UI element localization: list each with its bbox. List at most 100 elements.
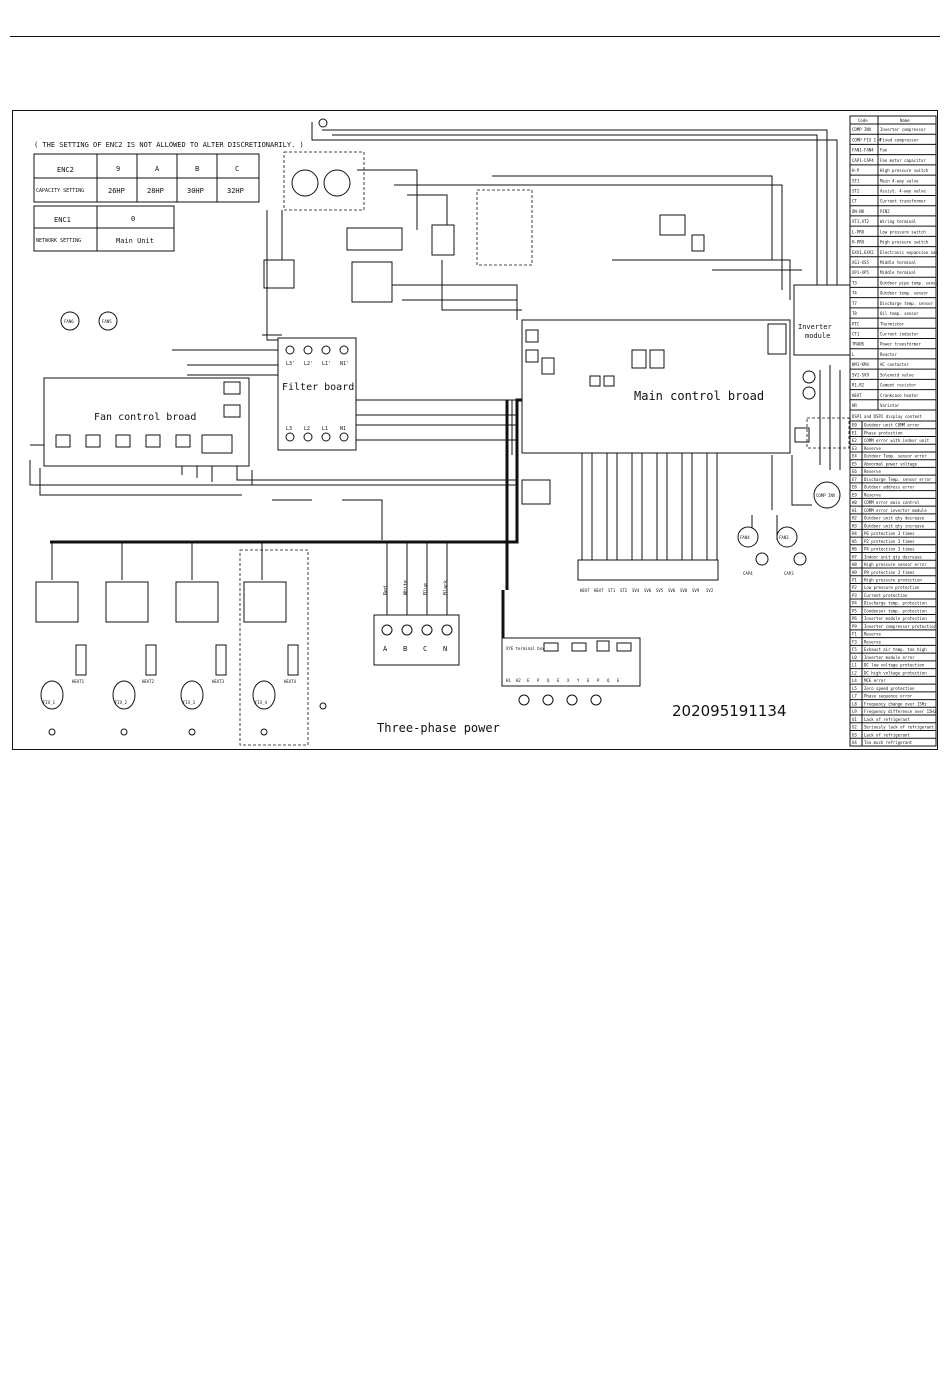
error-desc: Reserve <box>864 469 881 474</box>
filter-board-label: Filter board <box>282 382 354 393</box>
error-desc: Reserve <box>864 446 881 451</box>
error-desc: Abnormal power voltage <box>864 461 918 466</box>
diagram-frame <box>12 110 938 750</box>
error-desc: Outdoor Temp. sensor error <box>864 454 927 459</box>
comm-term-5: E <box>557 678 560 683</box>
legend-code: T8 <box>852 311 857 316</box>
error-desc: Condenser temp. protection <box>864 608 927 613</box>
error-code: H6 <box>852 547 857 552</box>
error-desc: Too much refrigerant <box>864 740 913 745</box>
error-desc: DC high voltage protection <box>864 670 927 675</box>
error-code: P9 <box>852 624 857 629</box>
output-4: SV4 <box>632 588 640 593</box>
comm-term-9: P <box>597 678 600 683</box>
enc1-table: ENC1 NETWORK SETTING 0 Main Unit <box>33 205 175 252</box>
power-wire-3: Black <box>443 580 449 595</box>
output-8: SV8 <box>680 588 688 593</box>
enc2-val-1: 28HP <box>147 187 164 195</box>
power-label: Three-phase power <box>377 721 500 735</box>
error-desc: P2 protection 3 times <box>864 539 915 544</box>
output-0: HEAT <box>580 588 590 593</box>
fan6-label: FAN6 <box>64 319 74 324</box>
power-term-c: C <box>423 645 427 653</box>
legend-code: CT <box>852 199 857 204</box>
error-code: L1 <box>852 663 857 668</box>
legend-name: Power transformer <box>880 342 922 347</box>
error-code: L7 <box>852 694 857 699</box>
error-code: U4 <box>852 740 857 745</box>
inverter-module-label-1: Inverter <box>798 323 832 331</box>
legend-code: H-PRO <box>852 240 865 245</box>
fan4-label: FAN4 <box>740 535 750 540</box>
fan-control-board-label: Fan control broad <box>94 412 196 423</box>
error-desc: P6 protection 3 times <box>864 531 915 536</box>
error-desc: Indoor unit qty decrease <box>864 554 922 559</box>
error-desc: Discharge Temp. sensor error <box>864 477 932 482</box>
legend-code: EXV1,EXV2 <box>852 250 874 255</box>
comp-fix2-label: FIX_2 <box>115 700 128 705</box>
legend-header-code: Code <box>858 118 868 123</box>
comm-term-3: P <box>537 678 540 683</box>
compressor-bank: HEAT1 HEAT2 HEAT3 HEAT4 FIX_1 FIX_2 FIX_… <box>35 549 327 746</box>
error-code: U1 <box>852 717 857 722</box>
output-coils: HEAT HEAT ST1 ST2 SV4 SV6 SV5 SV6 SV8 SV… <box>577 559 719 593</box>
error-desc: Inverter compressor protection <box>864 624 937 629</box>
legend-name: Fan <box>880 148 888 153</box>
legend-code: T7 <box>852 301 857 306</box>
error-desc: Low pressure protection <box>864 585 920 590</box>
enc2-row-label: CAPACITY SETTING <box>36 188 84 194</box>
enc2-val-2: 30HP <box>187 187 204 195</box>
enc2-table: ENC2 CAPACITY SETTING 9 A B C 26HP 28HP … <box>33 153 260 203</box>
error-code: H0 <box>852 500 857 505</box>
legend-name: Outdoor temp. sensor <box>880 291 929 296</box>
error-code: H5 <box>852 539 857 544</box>
wiring <box>29 122 841 640</box>
legend-name: Electronic expansion valve <box>880 250 938 255</box>
legend-name: Discharge temp. sensor <box>880 301 934 306</box>
enc1-row-label: NETWORK SETTING <box>36 238 81 244</box>
serial-number: 202095191134 <box>672 702 787 720</box>
error-desc: Exhaust air temp. too high <box>864 647 927 652</box>
filter-term-bottom-1: L2 <box>304 426 310 432</box>
power-wire-2: Blue <box>423 583 429 595</box>
inverter-module-label-2: module <box>805 332 830 340</box>
power-wire-1: White <box>403 580 409 595</box>
output-9: SV9 <box>692 588 700 593</box>
enc2-col-1: A <box>155 165 160 173</box>
legend-code: R1,R2 <box>852 383 865 388</box>
comm-term-7: Y <box>577 678 580 683</box>
error-desc: Frequency change over 15Hz <box>864 701 927 706</box>
error-code: P1 <box>852 578 857 583</box>
legend-name: Wiring terminal <box>880 219 917 224</box>
legend-code: PTC <box>852 321 860 326</box>
error-desc: Phase sequence error <box>864 694 913 699</box>
top-rule <box>10 36 940 37</box>
error-desc: Lack of refrigerant <box>864 717 910 722</box>
fan-motors-top: FAN6 FAN5 <box>60 311 118 331</box>
legend-header-name: Name <box>900 118 910 123</box>
fan5-label: FAN5 <box>102 319 112 324</box>
legend-code: COMP INV <box>852 127 872 132</box>
error-code: E9 <box>852 492 857 497</box>
error-code: P4 <box>852 601 857 606</box>
error-code: P2 <box>852 585 857 590</box>
comm-term-8: E <box>587 678 590 683</box>
legend-code: COMP FIX 1-4 <box>852 137 881 142</box>
legend-code: HR <box>852 403 857 408</box>
legend-name: Low pressure switch <box>880 229 926 234</box>
error-code: U2 <box>852 725 857 730</box>
enc2-label: ENC2 <box>57 166 74 174</box>
error-code: E6 <box>852 469 857 474</box>
comp-fix4-label: FIX_4 <box>255 700 268 705</box>
legend-code: L <box>852 352 855 357</box>
legend-name: Thermistor <box>880 321 905 326</box>
enc2-val-0: 26HP <box>108 187 125 195</box>
legend-code: ON-NO <box>852 209 865 214</box>
legend-name: Reactor <box>880 352 897 357</box>
fan-control-board: Fan control broad <box>43 377 250 467</box>
filter-term-top-2: L1' <box>322 361 331 367</box>
legend-code: T3 <box>852 280 857 285</box>
